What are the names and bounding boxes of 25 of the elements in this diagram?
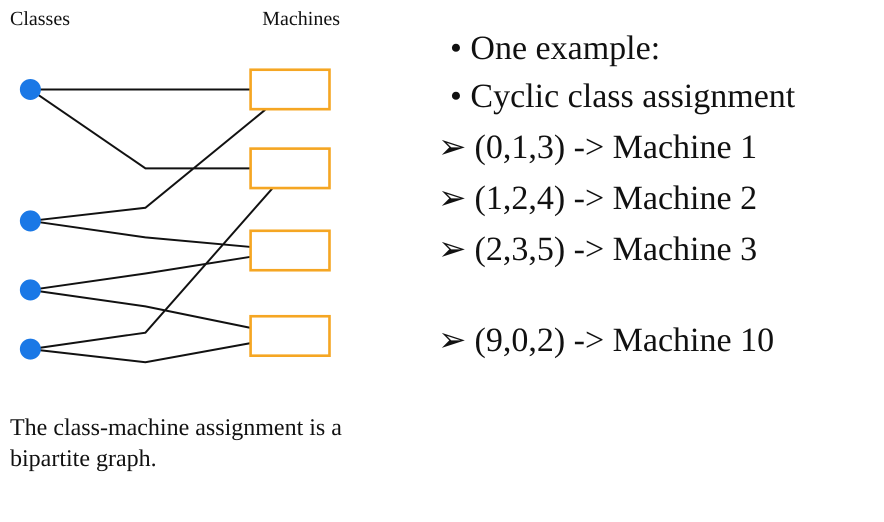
- node-box: [249, 314, 331, 357]
- bullet-text: ➢ (0,1,3) -> Machine 1: [438, 128, 758, 167]
- node-circle: [20, 279, 41, 300]
- bullet-text: ➢ (2,3,5) -> Machine 3: [438, 230, 758, 269]
- connector: [40, 108, 267, 221]
- connector: [40, 256, 251, 290]
- connector: [40, 290, 251, 329]
- bullet-text: • One example:: [450, 30, 662, 68]
- node-box: [249, 229, 331, 272]
- connector: [40, 187, 274, 349]
- node-box: [249, 147, 331, 190]
- column-header: Classes: [10, 8, 70, 31]
- connector: [40, 221, 251, 248]
- caption: The class-machine assignment is a bipartite graph.: [10, 414, 343, 474]
- node-circle: [20, 338, 41, 360]
- node-box: [249, 68, 331, 110]
- connector: [38, 94, 251, 170]
- bullet-text: ➢ (9,0,2) -> Machine 10: [438, 321, 776, 360]
- column-header: Machines: [262, 8, 340, 31]
- node-circle: [20, 210, 41, 232]
- node-circle: [20, 78, 41, 100]
- bullet-text: • Cyclic class assignment: [450, 78, 796, 116]
- connector: [40, 88, 251, 90]
- connector: [40, 342, 251, 364]
- bullet-text: ➢ (1,2,4) -> Machine 2: [438, 179, 758, 218]
